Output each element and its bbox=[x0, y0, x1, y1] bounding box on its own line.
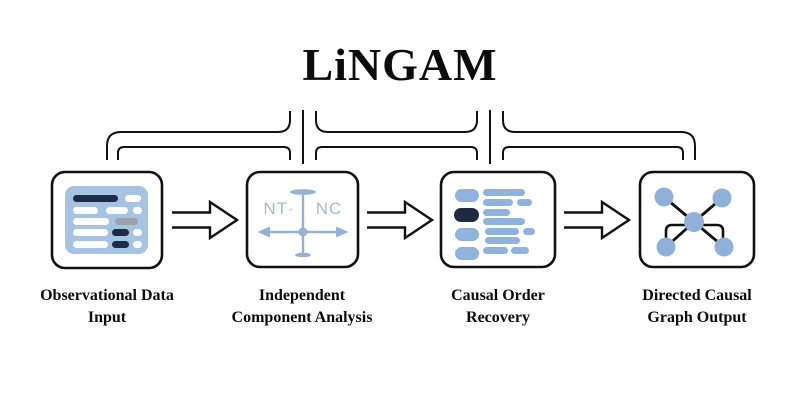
flow-arrow-3 bbox=[564, 199, 632, 241]
stage-label-ica: Independent Component Analysis bbox=[192, 285, 412, 329]
stage-label-line: Independent bbox=[258, 287, 346, 304]
stage-label-causal-order: Causal Order Recovery bbox=[388, 285, 608, 329]
stage-label-line: Observational Data bbox=[40, 287, 174, 304]
stage-label-line: Input bbox=[87, 309, 127, 326]
rail-section2-inner bbox=[315, 146, 478, 160]
stage-label-observational-data: Observational Data Input bbox=[0, 285, 217, 329]
stage-label-line: Graph Output bbox=[647, 309, 747, 326]
data-table-icon bbox=[65, 186, 148, 254]
stage-label-line: Component Analysis bbox=[231, 309, 373, 326]
flow-arrow-2 bbox=[367, 199, 435, 241]
ica-axis-label-right: NC bbox=[316, 199, 343, 218]
stage-label-line: Causal Order bbox=[451, 287, 545, 304]
rail-section2-outer bbox=[315, 111, 478, 133]
flow-arrows bbox=[172, 199, 632, 241]
diagram-title: LiNGAM bbox=[302, 39, 498, 90]
rail-section3-inner bbox=[502, 146, 684, 160]
ica-axes-icon: NT· NC bbox=[257, 189, 349, 258]
rail-section3-outer bbox=[502, 111, 696, 160]
stage-label-line: Directed Causal bbox=[642, 287, 752, 304]
rail-section1-outer bbox=[106, 111, 291, 160]
top-rail-connectors bbox=[106, 110, 696, 164]
ordered-list-icon bbox=[454, 189, 535, 260]
rail-section1-inner bbox=[117, 146, 291, 160]
flow-arrow-1 bbox=[172, 199, 240, 241]
stage-label-causal-graph: Directed Causal Graph Output bbox=[587, 285, 800, 329]
stage-label-line: Recovery bbox=[466, 309, 530, 326]
causal-graph-icon bbox=[654, 187, 734, 257]
ica-axis-label-left: NT· bbox=[263, 199, 294, 218]
